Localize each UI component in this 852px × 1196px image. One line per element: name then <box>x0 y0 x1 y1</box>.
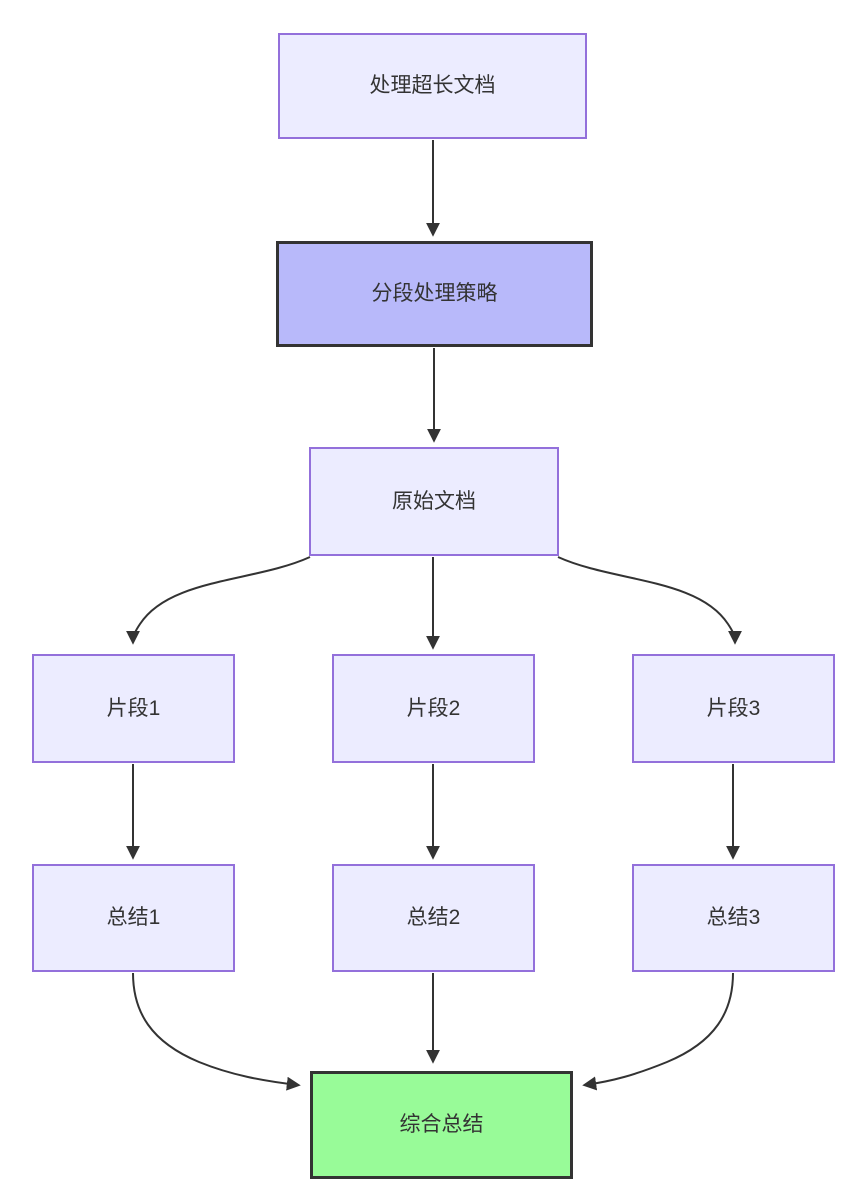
node-label: 总结2 <box>406 906 461 930</box>
node-label: 分段处理策略 <box>371 282 498 306</box>
node-label: 总结3 <box>706 906 761 930</box>
node-label: 片段2 <box>406 696 461 720</box>
edge-E1-F <box>132 972 301 1091</box>
node-fragment-1: 片段1 <box>32 654 235 763</box>
node-label: 片段1 <box>106 696 161 720</box>
node-label: 综合总结 <box>399 1113 484 1137</box>
node-label: 总结1 <box>106 906 161 930</box>
node-label: 处理超长文档 <box>369 74 496 98</box>
edge-C-D1 <box>126 556 311 645</box>
node-fragment-2: 片段2 <box>332 654 535 763</box>
node-segmentation-strategy: 分段处理策略 <box>276 241 593 347</box>
node-original-document: 原始文档 <box>309 447 559 556</box>
edge-C-D3 <box>557 556 742 645</box>
edge-E3-F <box>582 972 734 1091</box>
node-process-long-document: 处理超长文档 <box>278 33 587 139</box>
node-fragment-3: 片段3 <box>632 654 835 763</box>
node-summary-2: 总结2 <box>332 864 535 972</box>
node-summary-3: 总结3 <box>632 864 835 972</box>
node-combined-summary: 综合总结 <box>310 1071 573 1179</box>
node-label: 片段3 <box>706 696 761 720</box>
node-label: 原始文档 <box>392 489 476 513</box>
node-summary-1: 总结1 <box>32 864 235 972</box>
